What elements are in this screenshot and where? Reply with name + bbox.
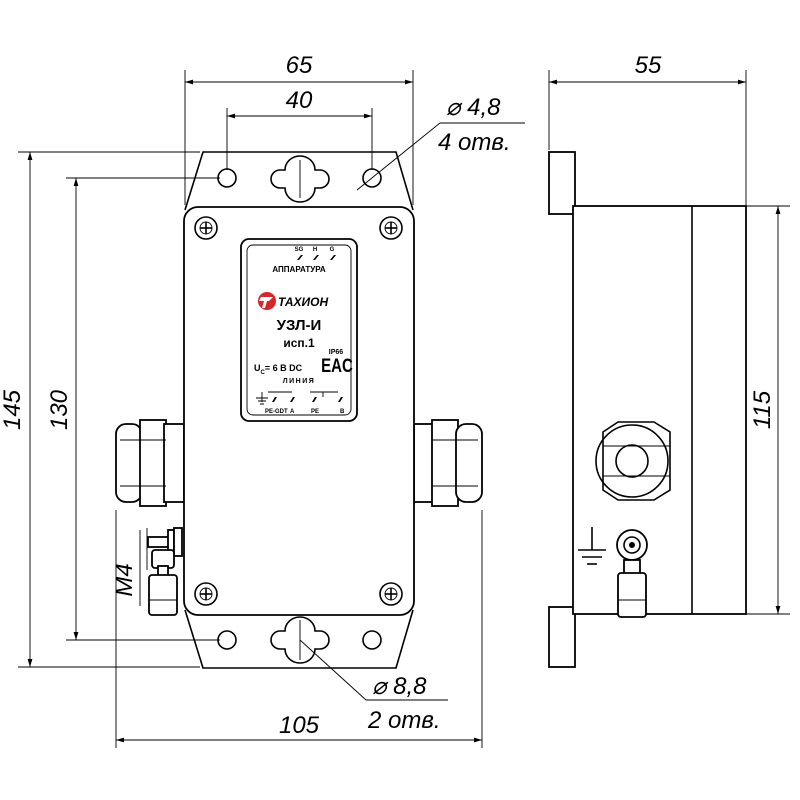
indicator-leds <box>297 255 336 260</box>
model-name: УЗЛ-И <box>277 317 322 334</box>
model-version: исп.1 <box>283 336 315 350</box>
ground-stud-front <box>146 527 183 616</box>
bottom-mounting-flange <box>184 609 414 669</box>
side-body <box>572 205 747 615</box>
keyhole-slot-top <box>270 155 330 203</box>
mount-hole-bottom-left <box>217 630 237 650</box>
ground-lug-side <box>616 529 648 618</box>
dim-hole-48-count: 4 отв. <box>438 129 511 156</box>
dim-40: 40 <box>286 87 313 114</box>
brand-name: ТАХИОН <box>278 295 329 309</box>
keyhole-slot-bottom <box>270 616 330 664</box>
cable-gland-right <box>413 419 483 507</box>
eac-mark: EAC <box>321 354 353 376</box>
dim-hole-88: ⌀ 8,8 <box>372 673 427 700</box>
cable-gland-left <box>115 419 185 507</box>
dim-105: 105 <box>279 712 320 739</box>
side-flange-top <box>548 151 576 215</box>
dim-hole-88-count: 2 отв. <box>367 707 441 734</box>
dim-145: 145 <box>0 389 26 430</box>
dimension-lines <box>18 70 790 748</box>
mount-hole-top-left <box>217 168 237 188</box>
ground-symbol-icon <box>578 527 606 565</box>
dim-55: 55 <box>635 52 662 79</box>
dim-hole-48: ⌀ 4,8 <box>446 94 501 121</box>
dim-m4: M4 <box>111 563 138 596</box>
voltage-rating: UC= 6 В DC <box>254 363 303 376</box>
dim-115: 115 <box>749 390 776 429</box>
ip-rating: IP66 <box>329 349 344 356</box>
side-view <box>548 151 747 668</box>
line-label: ЛИНИЯ <box>283 378 316 385</box>
top-mounting-flange <box>184 151 414 211</box>
side-flange-bottom <box>548 606 576 668</box>
equipment-label: АППАРАТУРА <box>272 265 325 274</box>
mount-hole-bottom-right <box>362 630 382 650</box>
screw-icon <box>194 216 403 606</box>
dim-65: 65 <box>286 52 313 79</box>
side-cable-gland <box>595 421 671 501</box>
dim-130: 130 <box>46 389 73 430</box>
brand-logo: ТАХИОН <box>258 292 329 310</box>
